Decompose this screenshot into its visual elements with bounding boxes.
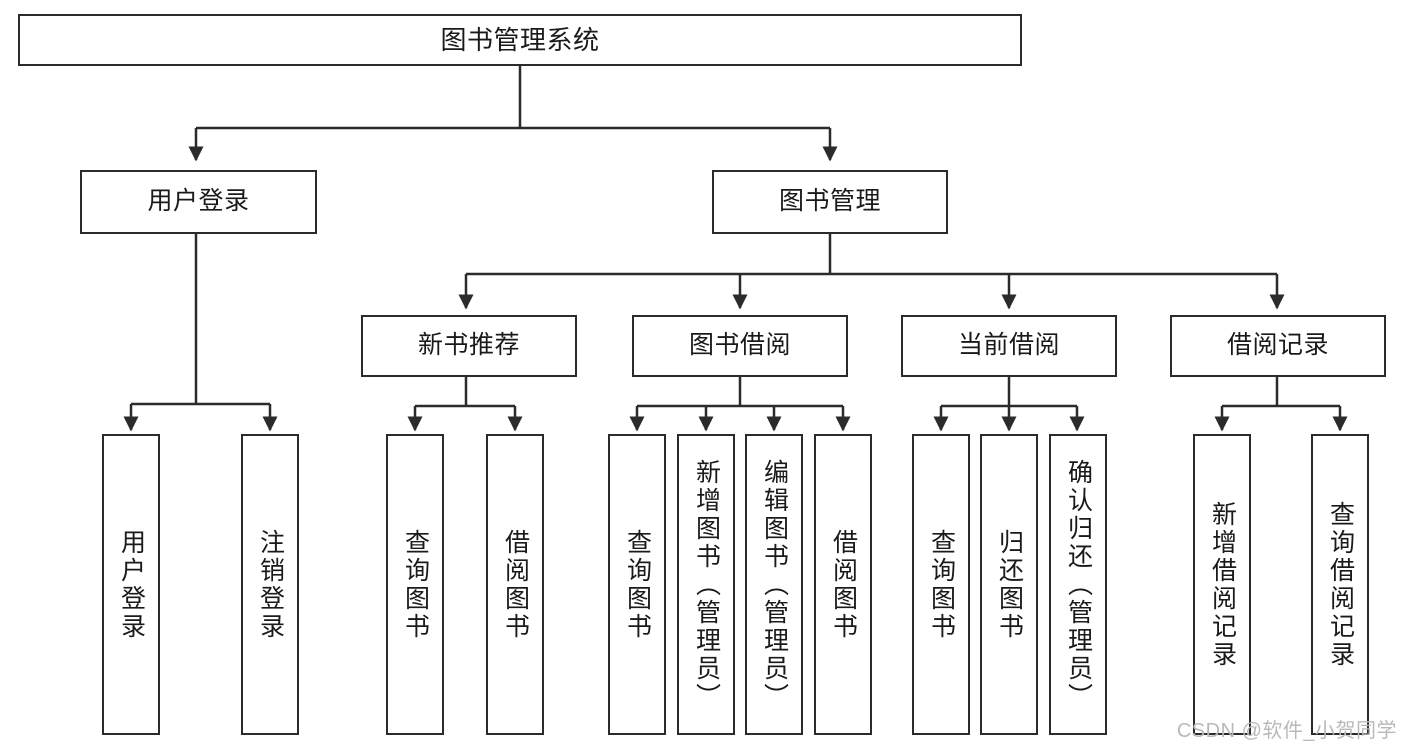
node-label: 借阅记录 xyxy=(1226,331,1329,360)
node-label: 新增图书（管理员） xyxy=(692,458,721,711)
leaf-record-query-record[interactable]: 查询借阅记录 xyxy=(1311,434,1369,735)
node-label: 借阅图书 xyxy=(829,528,858,641)
node-label: 编辑图书（管理员） xyxy=(760,458,789,711)
leaf-borrow-borrow-book[interactable]: 借阅图书 xyxy=(814,434,872,735)
leaf-user-login-logout[interactable]: 注销登录 xyxy=(241,434,299,735)
node-book-borrow[interactable]: 图书借阅 xyxy=(632,315,848,377)
node-label: 图书管理 xyxy=(778,187,881,216)
node-label: 归还图书 xyxy=(995,528,1024,641)
node-label: 图书借阅 xyxy=(688,331,791,360)
node-label: 注销登录 xyxy=(256,528,285,641)
leaf-record-add-record[interactable]: 新增借阅记录 xyxy=(1193,434,1251,735)
node-label: 用户登录 xyxy=(117,528,146,641)
node-new-book-recommend[interactable]: 新书推荐 xyxy=(361,315,577,377)
node-root-system[interactable]: 图书管理系统 xyxy=(18,14,1022,66)
node-label: 查询图书 xyxy=(401,528,430,641)
leaf-borrow-add-book[interactable]: 新增图书（管理员） xyxy=(677,434,735,735)
node-label: 新书推荐 xyxy=(417,331,520,360)
node-label: 查询图书 xyxy=(623,528,652,641)
node-label: 当前借阅 xyxy=(957,331,1060,360)
leaf-current-confirm-return[interactable]: 确认归还（管理员） xyxy=(1049,434,1107,735)
node-label: 查询借阅记录 xyxy=(1326,500,1355,669)
node-current-borrow[interactable]: 当前借阅 xyxy=(901,315,1117,377)
leaf-new-book-borrow[interactable]: 借阅图书 xyxy=(486,434,544,735)
node-label: 图书管理系统 xyxy=(440,24,600,55)
leaf-user-login-login[interactable]: 用户登录 xyxy=(102,434,160,735)
node-label: 用户登录 xyxy=(147,187,250,216)
node-label: 查询图书 xyxy=(927,528,956,641)
node-label: 确认归还（管理员） xyxy=(1064,458,1093,711)
leaf-current-query-book[interactable]: 查询图书 xyxy=(912,434,970,735)
leaf-new-book-query[interactable]: 查询图书 xyxy=(386,434,444,735)
csdn-watermark: CSDN @软件_小贺同学 xyxy=(1176,720,1397,742)
node-label: 新增借阅记录 xyxy=(1208,500,1237,669)
node-book-management[interactable]: 图书管理 xyxy=(712,170,948,234)
node-user-login[interactable]: 用户登录 xyxy=(80,170,317,234)
leaf-borrow-edit-book[interactable]: 编辑图书（管理员） xyxy=(745,434,803,735)
node-borrow-record[interactable]: 借阅记录 xyxy=(1170,315,1386,377)
node-label: 借阅图书 xyxy=(501,528,530,641)
leaf-borrow-query-book[interactable]: 查询图书 xyxy=(608,434,666,735)
leaf-current-return-book[interactable]: 归还图书 xyxy=(980,434,1038,735)
